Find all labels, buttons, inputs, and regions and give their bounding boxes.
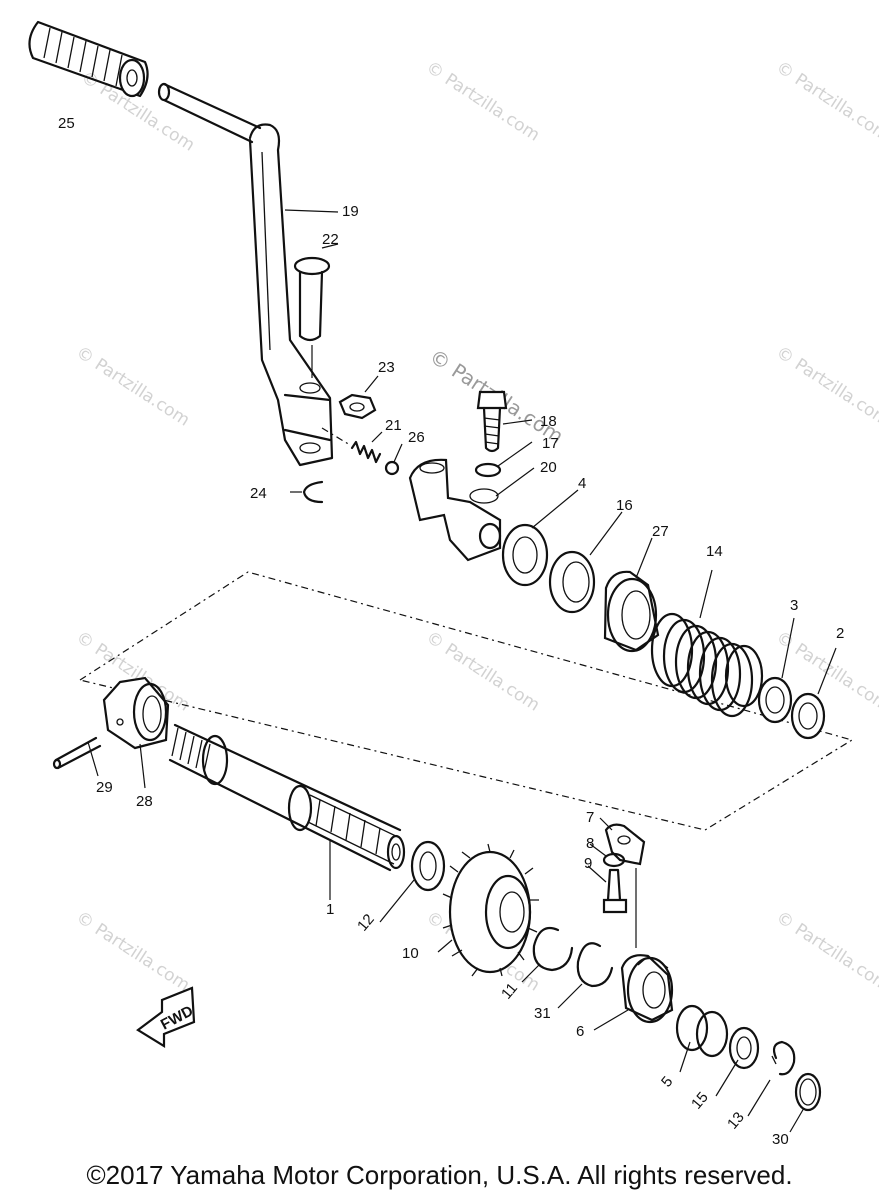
label-10: 10	[402, 945, 419, 962]
label-31: 31	[534, 1005, 551, 1022]
label-5: 5	[658, 1073, 676, 1090]
watermark: © Partzilla.com	[72, 342, 193, 430]
part-30-circlip	[794, 1072, 822, 1112]
part-4-washer	[501, 523, 549, 587]
label-29: 29	[96, 779, 113, 796]
label-22: 22	[322, 231, 339, 248]
label-28: 28	[136, 793, 153, 810]
label-20: 20	[540, 459, 557, 476]
part-5-spring	[675, 1004, 729, 1058]
part-28-collar	[102, 676, 170, 750]
part-16-collar	[548, 550, 596, 614]
label-25: 25	[58, 115, 75, 132]
watermark: © Partzilla.com	[772, 57, 879, 145]
part-19-kick-arm	[157, 82, 334, 467]
watermark: © Partzilla.com	[422, 627, 543, 715]
part-25-grip	[28, 20, 149, 98]
label-8: 8	[586, 835, 594, 852]
part-27-cover	[603, 570, 660, 653]
part-11-clip	[532, 926, 574, 972]
part-9-bolt	[602, 868, 637, 948]
watermark: © Partzilla.com	[422, 57, 543, 145]
part-1-shaft	[168, 723, 406, 872]
part-15-washer	[728, 1026, 760, 1070]
watermark: © Partzilla.com	[772, 907, 879, 995]
part-17-washer	[474, 462, 502, 478]
label-9: 9	[584, 855, 592, 872]
part-20-boss	[408, 458, 502, 562]
label-21: 21	[385, 417, 402, 434]
label-14: 14	[706, 543, 723, 560]
label-3: 3	[790, 597, 798, 614]
label-19: 19	[342, 203, 359, 220]
label-30: 30	[772, 1131, 789, 1148]
part-18-bolt	[476, 390, 508, 453]
label-2: 2	[836, 625, 844, 642]
part-2-circlip	[790, 692, 826, 740]
part-3-washer	[757, 676, 793, 724]
label-27: 27	[652, 523, 669, 540]
label-15: 15	[688, 1089, 712, 1113]
label-1: 1	[326, 901, 334, 918]
label-7: 7	[586, 809, 594, 826]
part-10-gear	[442, 843, 539, 977]
part-29-pin	[52, 736, 102, 770]
part-14-spring	[650, 612, 764, 718]
part-8-washer	[602, 852, 626, 868]
label-26: 26	[408, 429, 425, 446]
fwd-arrow: FWD	[136, 986, 196, 1048]
label-13: 13	[724, 1109, 748, 1133]
part-24-circlip	[302, 480, 324, 504]
callout-labels: 25 19 22 23 21 26 24 18 17 20 4 16 27 14…	[58, 115, 844, 1148]
label-23: 23	[378, 359, 395, 376]
part-23-nut	[338, 393, 377, 420]
label-17: 17	[542, 435, 559, 452]
part-22-pin	[293, 256, 331, 378]
watermark: © Partzilla.com	[772, 342, 879, 430]
part-12-washer	[410, 840, 446, 892]
label-18: 18	[540, 413, 557, 430]
label-4: 4	[578, 475, 586, 492]
part-31-circlip	[576, 942, 614, 988]
label-12: 12	[354, 911, 378, 935]
assembly-outline	[78, 571, 854, 831]
watermark: © Partzilla.com	[72, 907, 193, 995]
copyright-notice: ©2017 Yamaha Motor Corporation, U.S.A. A…	[86, 1160, 793, 1190]
part-13-circlip	[771, 1040, 796, 1076]
part-7-bracket	[604, 823, 646, 866]
label-16: 16	[616, 497, 633, 514]
leader-lines	[87, 209, 837, 1133]
part-21-spring	[321, 427, 382, 464]
part-26-ball	[384, 460, 400, 476]
label-24: 24	[250, 485, 267, 502]
label-6: 6	[576, 1023, 584, 1040]
part-6-ratchet	[620, 954, 674, 1024]
